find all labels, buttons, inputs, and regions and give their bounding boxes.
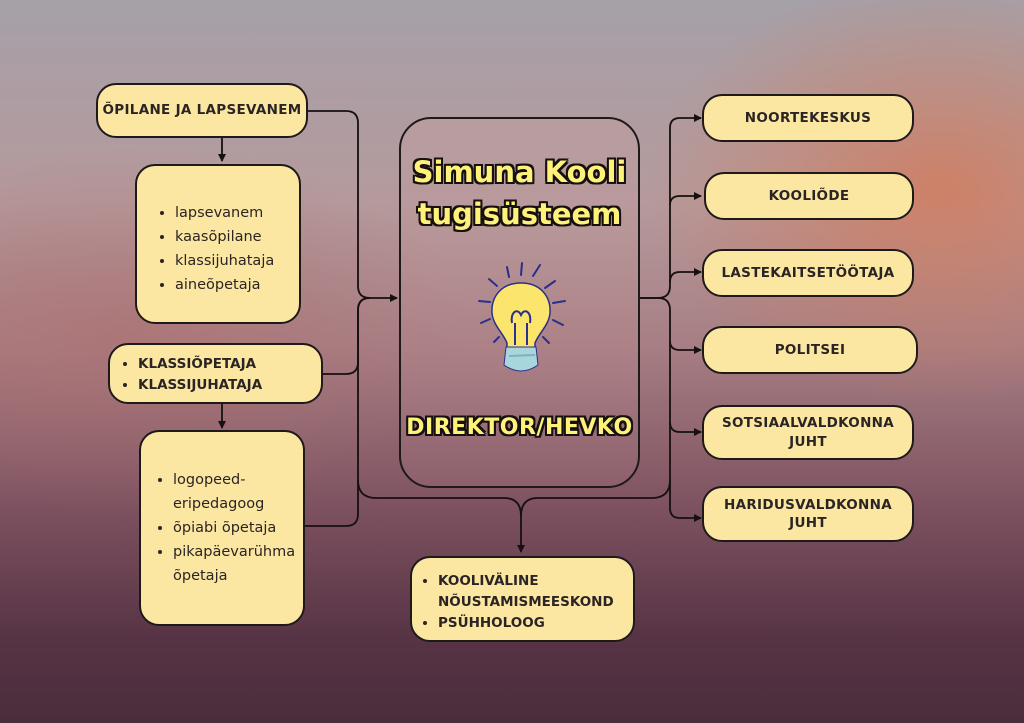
right-item-label: NOORTEKESKUS [744,109,872,126]
bottom-counseling-box: KOOLIVÄLINE NÕUSTAMISMEESKOND PSÜHHOLOOG [410,556,635,642]
list-item: klassijuhataja [175,249,299,273]
title-line-1: Simuna Kooli [412,155,627,189]
right-item-social-head: SOTSIAALVALDKONNA JUHT [702,405,914,460]
right-item-label: HARIDUSVALDKONNA JUHT [723,496,893,531]
center-node: Simuna Kooli tugisüsteem DIREKTOR/HEVKO [399,117,640,488]
list-item: PSÜHHOLOOG [438,613,629,634]
list-item: KOOLIVÄLINE NÕUSTAMISMEESKOND [438,571,629,613]
student-parent-list: lapsevanem kaasõpilane klassijuhataja ai… [135,164,301,324]
right-item-label: SOTSIAALVALDKONNA JUHT [721,415,895,450]
right-item-police: POLITSEI [702,326,918,374]
right-item-youth-center: NOORTEKESKUS [702,94,914,142]
right-item-education-head: HARIDUSVALDKONNA JUHT [702,486,914,542]
student-parent-header-label: ÕPILANE JA LAPSEVANEM [102,102,302,119]
student-parent-header: ÕPILANE JA LAPSEVANEM [96,83,308,138]
right-item-child-protection: LASTEKAITSETÖÖTAJA [702,249,914,297]
list-item: KLASSIJUHATAJA [138,375,321,396]
diagram-title: Simuna Kooli tugisüsteem [401,151,638,235]
right-item-school-nurse: KOOLIÕDE [704,172,914,220]
list-item: kaasõpilane [175,225,299,249]
right-item-label: KOOLIÕDE [768,187,850,204]
list-item: logopeed-eripedagoog [173,468,301,516]
list-item: õpiabi õpetaja [173,516,301,540]
center-label: DIREKTOR/HEVKO [406,415,633,440]
lightbulb-icon [478,262,566,372]
list-item: aineõpetaja [175,273,299,297]
teacher-header: KLASSIÕPETAJA KLASSIJUHATAJA [108,343,323,404]
list-item: pikapäevarühma õpetaja [173,540,301,588]
right-item-label: LASTEKAITSETÖÖTAJA [721,264,895,281]
title-line-2: tugisüsteem [417,197,622,231]
specialist-list: logopeed-eripedagoog õpiabi õpetaja pika… [139,430,305,626]
right-item-label: POLITSEI [774,341,846,358]
list-item: KLASSIÕPETAJA [138,354,321,375]
list-item: lapsevanem [175,201,299,225]
